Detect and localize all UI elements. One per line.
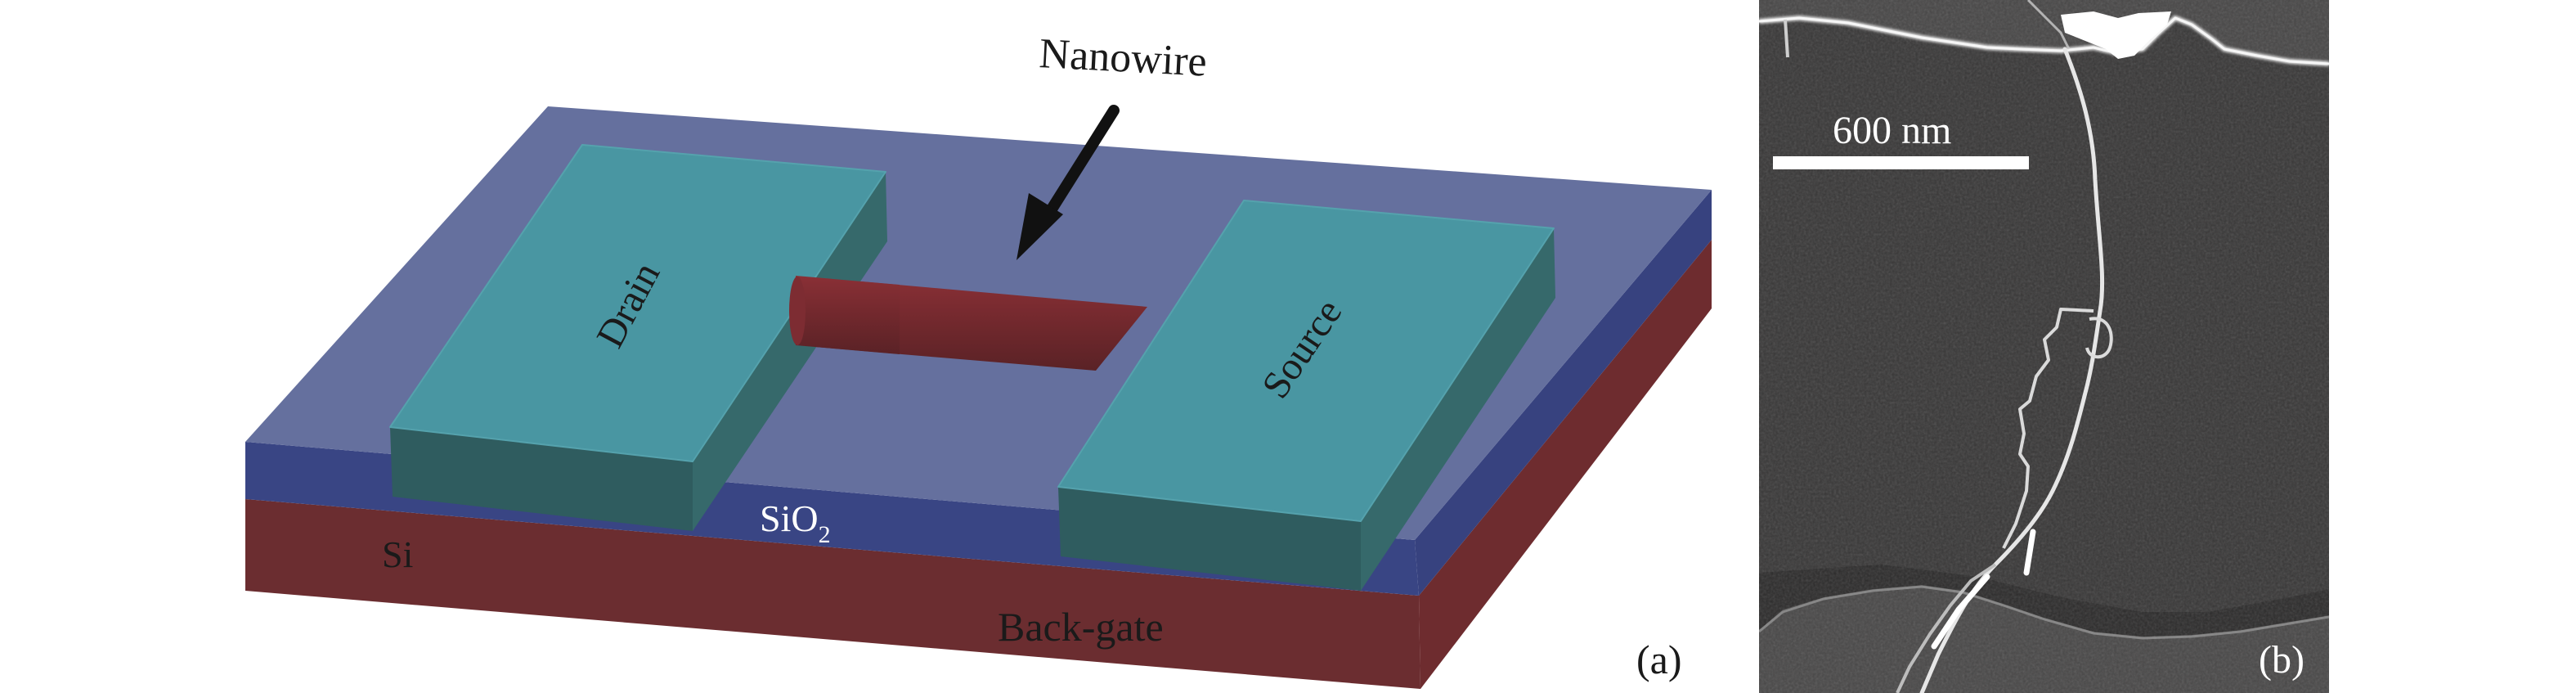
drain-pad-top-face <box>389 144 886 462</box>
source-pad <box>1057 200 1555 591</box>
sem-bottom-electrode-edge <box>1759 585 2329 640</box>
sio2-right-face <box>1415 190 1712 596</box>
nanowire-front-segment <box>796 276 900 354</box>
panel-a-label: (a) <box>1636 637 1682 682</box>
panel-a-schematic: Nanowire Drain Source SiO2 Si Back-gate … <box>245 30 1712 689</box>
back-gate-label: Back-gate <box>998 604 1164 650</box>
sio2-label-base: SiO <box>760 497 819 539</box>
sem-nanowire-parallel-strand <box>1896 563 1997 693</box>
sio2-label-subscript: 2 <box>819 521 831 548</box>
sem-nanowire-bright-segment <box>1931 529 2036 650</box>
source-pad-right-face <box>1361 228 1555 591</box>
si-substrate-right-face <box>1419 240 1712 689</box>
drain-pad-right-face <box>693 172 887 531</box>
sem-noise-texture <box>1759 0 2329 693</box>
nanowire-end-cap-front <box>789 277 806 345</box>
sem-nanowire-loop <box>2085 317 2113 359</box>
nanowire-arrow-icon <box>1016 105 1120 260</box>
scale-bar <box>1773 156 2029 169</box>
sem-nanowire-strand <box>2002 308 2094 549</box>
scale-bar-label: 600 nm <box>1833 109 1951 152</box>
sio2-label: SiO2 <box>760 497 831 548</box>
sem-top-electrode-edge-core <box>1759 16 2329 65</box>
nanowire-label: Nanowire <box>1038 30 1208 86</box>
drain-pad <box>389 144 887 531</box>
si-label: Si <box>382 533 413 575</box>
panel-b-label: (b) <box>2259 638 2304 682</box>
panel-b-sem-image: 600 nm (b) <box>1759 0 2329 693</box>
si-substrate-front-face <box>245 499 1420 689</box>
sem-spur <box>1784 19 1789 58</box>
sem-contact-blob <box>2061 11 2171 59</box>
source-pad-top-face <box>1057 200 1555 522</box>
sem-top-fiber <box>2026 0 2071 50</box>
